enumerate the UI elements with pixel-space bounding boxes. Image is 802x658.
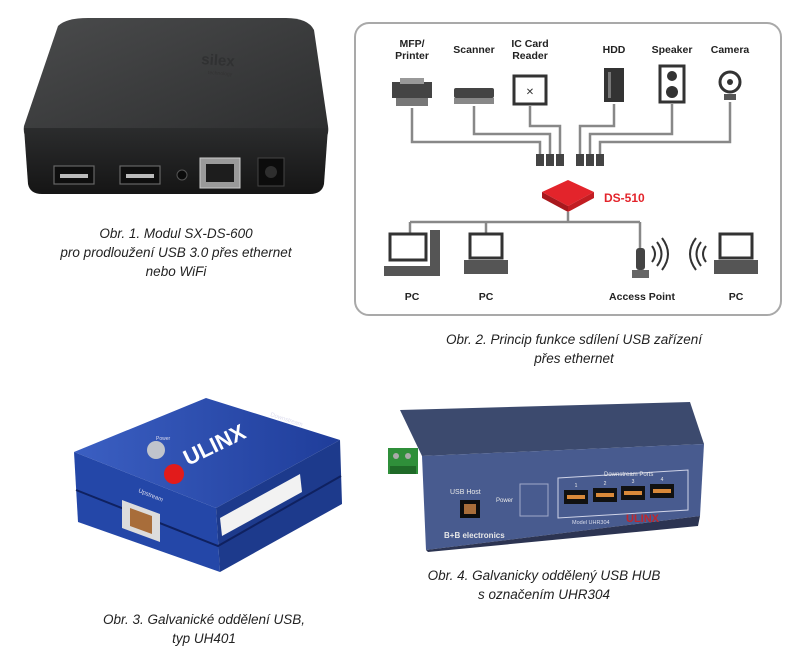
svg-text:IC Card: IC Card — [511, 38, 548, 50]
wireless-laptop-icon — [689, 232, 758, 274]
figure-4-caption: Obr. 4. Galvanicky oddělený USB HUB s oz… — [427, 568, 661, 602]
client-label: PC — [479, 291, 494, 303]
svg-text:Speaker: Speaker — [652, 44, 693, 56]
svg-text:Reader: Reader — [512, 50, 548, 62]
host-label: USB Host — [450, 489, 481, 496]
hdd-icon — [604, 68, 624, 102]
hub-label: DS-510 — [604, 191, 645, 205]
client-label: PC — [405, 291, 420, 303]
scanner-icon — [454, 88, 494, 104]
svg-text:Printer: Printer — [395, 50, 429, 62]
power-label: Power — [156, 436, 171, 442]
svg-text:B+B electronics: B+B electronics — [444, 531, 505, 540]
laptop-pc-icon — [464, 232, 508, 274]
ds510-hub — [542, 180, 594, 212]
figure-3-caption: Obr. 3. Galvanické oddělení USB, typ UH4… — [102, 612, 306, 646]
svg-text:technology: technology — [208, 70, 233, 78]
svg-text:Downstream Ports: Downstream Ports — [604, 472, 653, 478]
figure-1-photo: silex technology — [18, 8, 334, 204]
figure-1-caption: Obr. 1. Modul SX-DS-600 pro prodloužení … — [60, 226, 292, 279]
device-logo-sub: technology — [208, 70, 233, 78]
svg-text:PC: PC — [729, 291, 744, 303]
brand-label: B+B electronics — [444, 531, 505, 540]
svg-text:PC: PC — [479, 291, 494, 303]
device-logo: silex — [201, 51, 236, 70]
figure-4-photo: USB Host Power Downstream Ports 1 2 3 4 … — [386, 398, 714, 552]
svg-text:Model UHR304: Model UHR304 — [572, 520, 610, 526]
usb-host-port — [460, 500, 480, 518]
device-label: Scanner — [453, 44, 494, 56]
device-label: Speaker — [652, 44, 693, 56]
svg-text:silex: silex — [201, 51, 236, 70]
printer-icon — [392, 78, 432, 106]
power-label: Power — [496, 498, 513, 504]
client-label: Access Point — [609, 291, 675, 303]
figure-2-caption: Obr. 2. Princip funkce sdílení USB zaříz… — [445, 332, 703, 366]
svg-text:Access Point: Access Point — [609, 291, 675, 303]
svg-text:DS-510: DS-510 — [604, 191, 645, 205]
access-point-icon — [632, 237, 669, 278]
device-label: MFP/ — [399, 38, 424, 50]
svg-text:MFP/: MFP/ — [399, 38, 424, 50]
speaker-icon — [658, 64, 686, 104]
downstream-usb-ports — [564, 484, 674, 504]
terminal-block — [388, 448, 418, 474]
svg-text:Power: Power — [156, 436, 171, 442]
desktop-pc-icon — [384, 230, 440, 276]
svg-text:ULINX: ULINX — [626, 513, 660, 525]
svg-text:3: 3 — [632, 479, 635, 485]
figure-2-diagram: MFP/ Printer Scanner IC Card Reader HDD … — [354, 22, 782, 316]
card-reader-icon: ✕ — [512, 74, 548, 106]
svg-text:Scanner: Scanner — [453, 44, 494, 56]
svg-text:USB Host: USB Host — [450, 489, 481, 496]
camera-icon — [718, 70, 742, 100]
ports-label: Downstream Ports — [604, 472, 653, 478]
svg-text:2: 2 — [604, 481, 607, 487]
device-label: HDD — [603, 44, 626, 56]
svg-text:Camera: Camera — [711, 44, 750, 56]
svg-text:PC: PC — [405, 291, 420, 303]
device-label: IC Card — [511, 38, 548, 50]
model-label: Model UHR304 — [572, 520, 610, 526]
svg-text:Power: Power — [496, 498, 513, 504]
svg-text:✕: ✕ — [526, 87, 534, 98]
svg-text:1: 1 — [575, 483, 578, 489]
ulinx-logo: ULINX — [626, 513, 660, 525]
figure-3-photo: Upstream ULINX Power Downstream — [60, 396, 360, 574]
usb-b-port — [122, 500, 160, 542]
svg-text:4: 4 — [661, 477, 664, 483]
svg-text:HDD: HDD — [603, 44, 626, 56]
client-label: PC — [729, 291, 744, 303]
device-label: Camera — [711, 44, 750, 56]
